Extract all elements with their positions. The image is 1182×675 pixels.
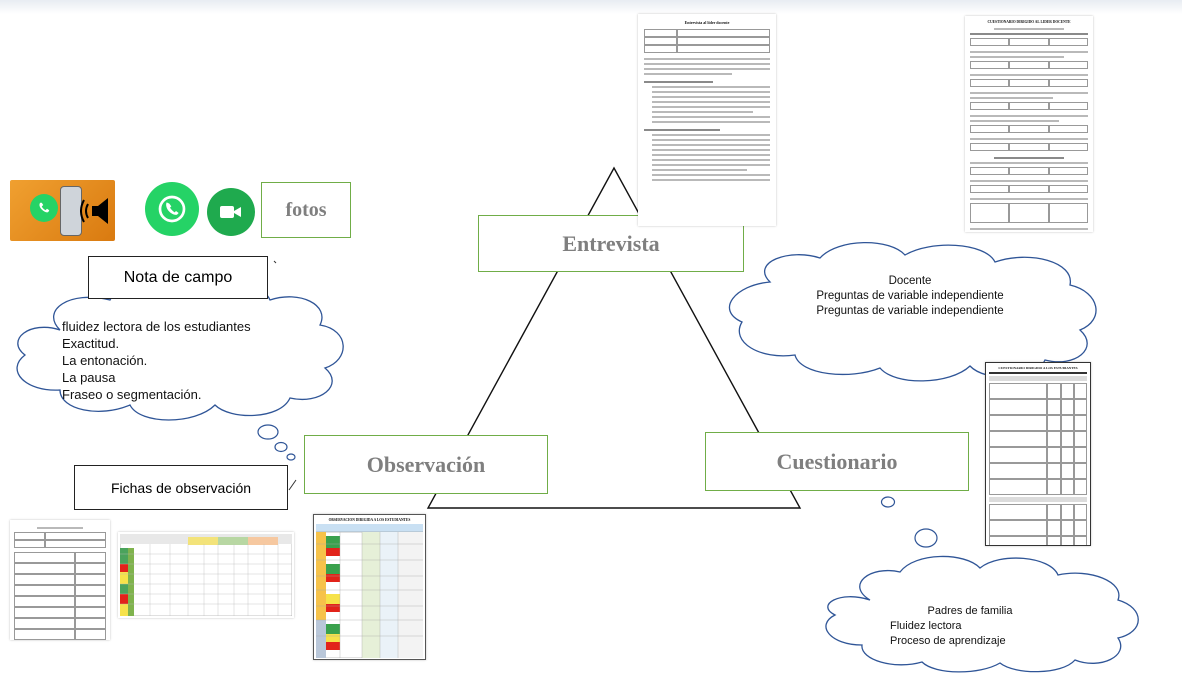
observation-spreadsheet [118,532,294,618]
spreadsheet-grid [119,533,293,617]
obs-line: La entonación. [62,353,148,368]
fichas-label: Fichas de observación [110,479,252,496]
methods-triangle [426,166,802,509]
fichas-box: Fichas de observación [74,465,288,510]
top-band [0,0,1182,14]
fichas-connector [288,479,297,491]
docente-line: Preguntas de variable independiente [816,290,1004,302]
cuestionario-estudiantes-document: CUESTIONARIO DIRIGIDO A LOS ESTUDIANTES [985,362,1091,546]
obs-line: La pausa [62,370,116,385]
padres-line: Proceso de aprendizaje [890,635,1006,647]
video-call-icon [207,188,255,236]
fotos-box: fotos [261,182,351,238]
observacion-label: Observación [366,451,486,477]
obs-line: Fraseo o segmentación. [62,387,202,402]
cloud-docente-text: Docente Preguntas de variable independie… [770,274,1050,319]
entrevista-label: Entrevista [562,230,660,256]
cuestionario-docente-document: CUESTIONARIO DIRIGIDO AL LIDER DOCENTE [965,16,1093,232]
nota-connector [273,260,277,264]
observacion-doc-title: OBSERVACION DIRIGIDA A LOS ESTUDIANTES [328,518,411,522]
nota-campo-label: Nota de campo [123,268,233,286]
speaker-icon [80,198,108,224]
observacion-document: OBSERVACION DIRIGIDA A LOS ESTUDIANTES [313,514,426,660]
cloud-observacion-text: fluidez lectora de los estudiantes Exact… [62,318,251,403]
observacion-box: Observación [304,435,548,494]
nota-campo-box: Nota de campo [88,256,268,299]
cloud-padres-shape [825,477,1139,673]
padres-line: Padres de familia [927,605,1013,617]
cloud-padres-text: Padres de familia Fluidez lectora Proces… [890,604,1090,649]
cuestionario-label: Cuestionario [776,448,898,474]
phone-audio-photo [10,180,115,241]
cuestionario-docente-title: CUESTIONARIO DIRIGIDO AL LIDER DOCENTE [987,20,1071,24]
cuestionario-est-title: CUESTIONARIO DIRIGIDO A LOS ESTUDIANTES [998,366,1078,370]
entrevista-document: Entrevista al líder docente [638,14,776,226]
whatsapp-logo-icon [145,182,199,236]
cuestionario-box: Cuestionario [705,432,969,491]
obs-line: Exactitud. [62,336,120,351]
obs-line: fluidez lectora de los estudiantes [62,319,251,334]
docente-line: Preguntas de variable independiente [816,305,1004,317]
docente-line: Docente [888,275,932,287]
phone-icon [60,186,82,236]
entrevista-doc-title: Entrevista al líder docente [684,20,730,25]
whatsapp-icon [30,194,58,222]
ficha-document [10,520,110,640]
fotos-label: fotos [285,198,327,221]
observacion-grid [315,524,424,659]
padres-line: Fluidez lectora [890,620,962,632]
